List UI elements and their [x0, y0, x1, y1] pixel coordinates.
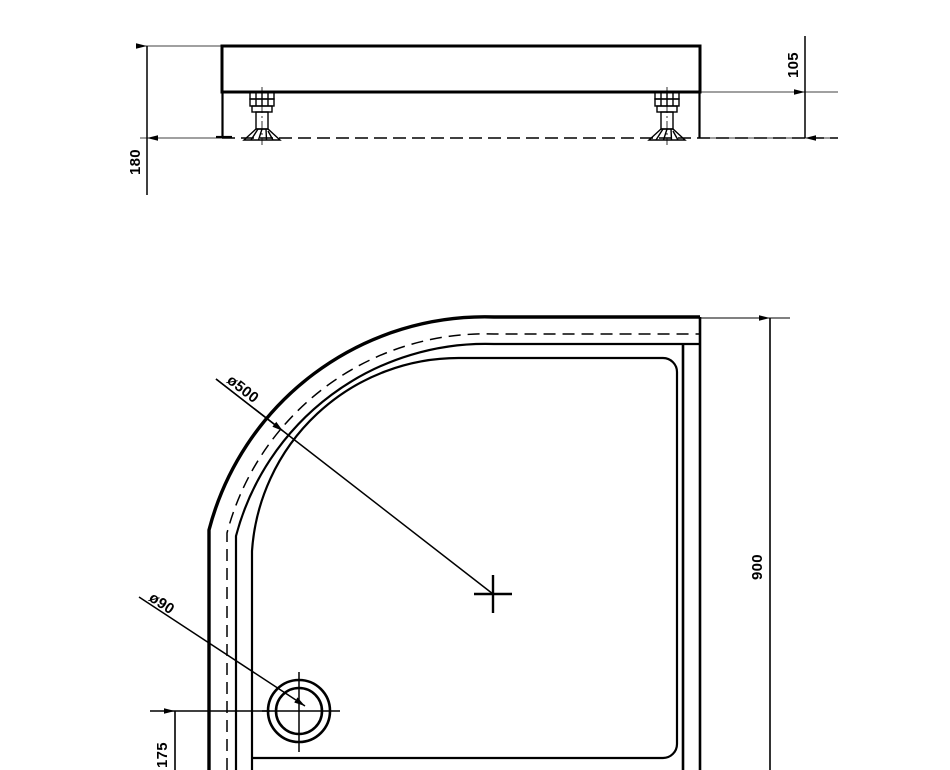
dimension-900-label: 900 [749, 554, 766, 580]
inner-edge-line [234, 342, 700, 770]
dimension-105-label: 105 [785, 52, 802, 78]
dimension-175-label: 175 [154, 742, 171, 768]
section-view: 180 105 [127, 36, 838, 195]
dimension-180: 180 [127, 43, 158, 195]
dimension-105: 105 [785, 36, 816, 141]
drain-callout: ø90 [138, 589, 306, 707]
plan-right-edges [681, 317, 702, 770]
radius-callout: ø500 [215, 372, 494, 595]
dashed-offset-arc [226, 333, 700, 770]
dimension-175: 175 [154, 708, 176, 770]
plan-view: ø500 ø90 900 175 [138, 315, 790, 770]
inner-rim [250, 356, 679, 770]
tray-body [220, 44, 702, 94]
dimension-180-label: 180 [127, 149, 144, 175]
adjustable-leg-left [242, 87, 282, 145]
adjustable-leg-right [647, 87, 687, 145]
radius-callout-label: ø500 [224, 372, 262, 407]
drain-callout-label: ø90 [146, 589, 178, 618]
drain-outlet [262, 672, 340, 752]
tray-side-walls [216, 92, 701, 139]
outer-edge-arc [207, 315, 700, 770]
dimension-900: 900 [749, 315, 771, 770]
